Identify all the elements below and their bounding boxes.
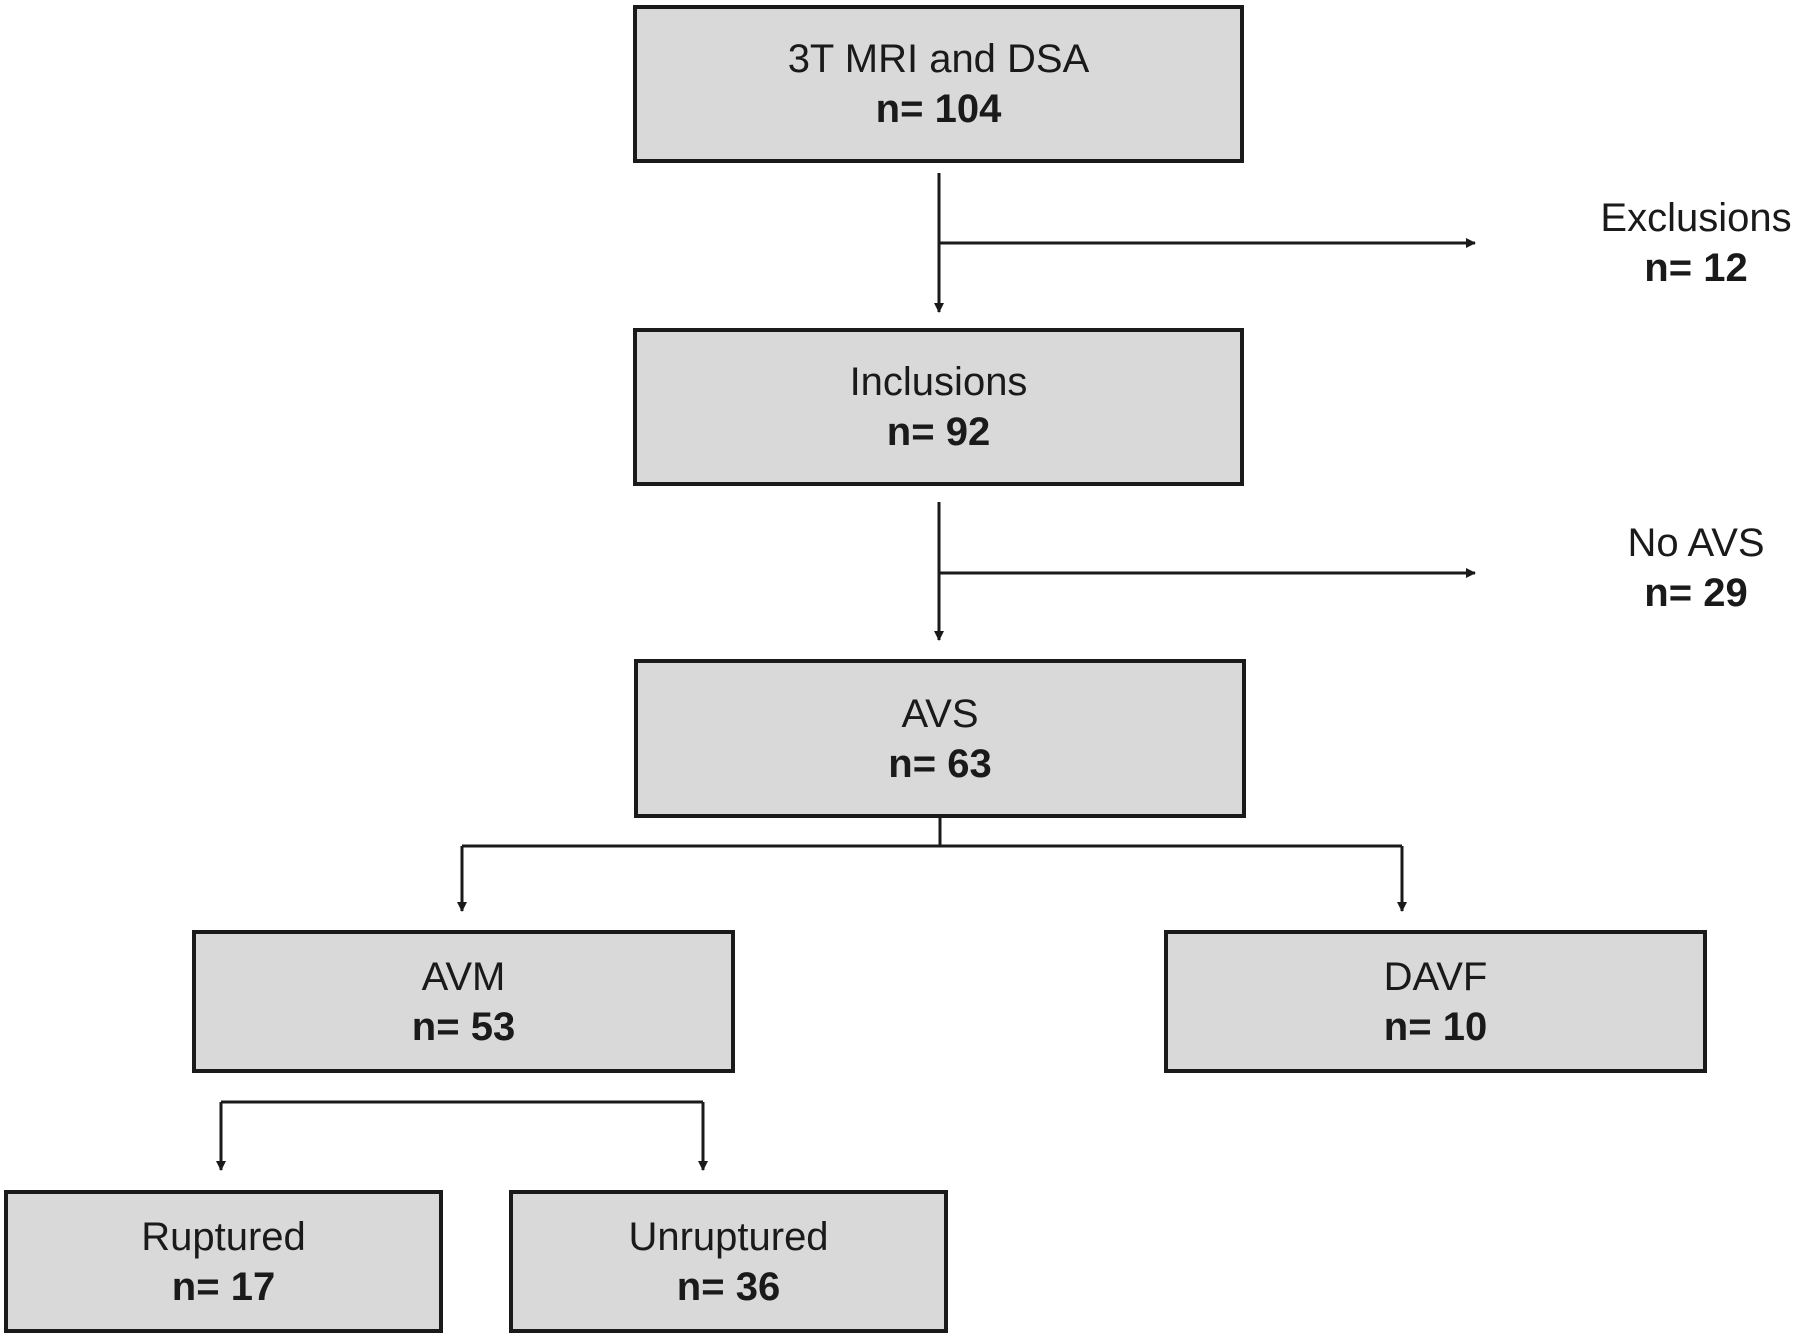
node-ruptured-label: Ruptured: [141, 1214, 306, 1259]
node-davf: DAVF n= 10: [1164, 930, 1707, 1073]
node-mri-dsa: 3T MRI and DSA n= 104: [633, 5, 1244, 163]
node-exclusions-count: n= 12: [1644, 246, 1748, 290]
node-davf-label: DAVF: [1383, 954, 1488, 999]
node-avs-count: n= 63: [888, 741, 992, 786]
node-exclusions-label: Exclusions: [1600, 196, 1792, 240]
node-ruptured: Ruptured n= 17: [4, 1190, 443, 1333]
node-avs-label: AVS: [901, 691, 979, 736]
node-mri-dsa-label: 3T MRI and DSA: [787, 37, 1090, 81]
node-avs: AVS n= 63: [634, 659, 1246, 818]
node-avm: AVM n= 53: [192, 930, 735, 1073]
node-inclusions-label: Inclusions: [849, 360, 1028, 404]
node-unruptured-label: Unruptured: [628, 1214, 829, 1259]
node-inclusions-count: n= 92: [886, 410, 991, 454]
node-davf-count: n= 10: [1383, 1004, 1488, 1049]
node-no-avs-count: n= 29: [1644, 571, 1748, 615]
node-avm-label: AVM: [421, 954, 506, 999]
node-unruptured-count: n= 36: [676, 1264, 781, 1309]
node-no-avs: No AVS n= 29: [1576, 518, 1800, 618]
node-mri-dsa-count: n= 104: [875, 87, 1002, 131]
node-no-avs-label: No AVS: [1627, 521, 1765, 565]
node-avm-count: n= 53: [411, 1004, 516, 1049]
node-ruptured-count: n= 17: [171, 1264, 276, 1309]
node-exclusions: Exclusions n= 12: [1576, 193, 1800, 293]
node-inclusions: Inclusions n= 92: [633, 328, 1244, 486]
node-unruptured: Unruptured n= 36: [509, 1190, 948, 1333]
